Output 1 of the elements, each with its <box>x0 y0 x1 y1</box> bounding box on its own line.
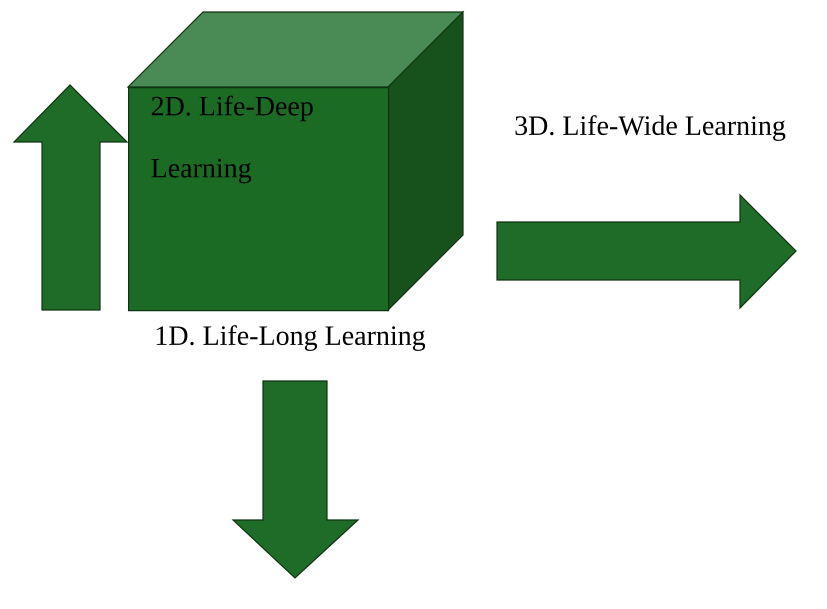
text-label: 3D. Life-Wide Learning <box>515 115 786 141</box>
